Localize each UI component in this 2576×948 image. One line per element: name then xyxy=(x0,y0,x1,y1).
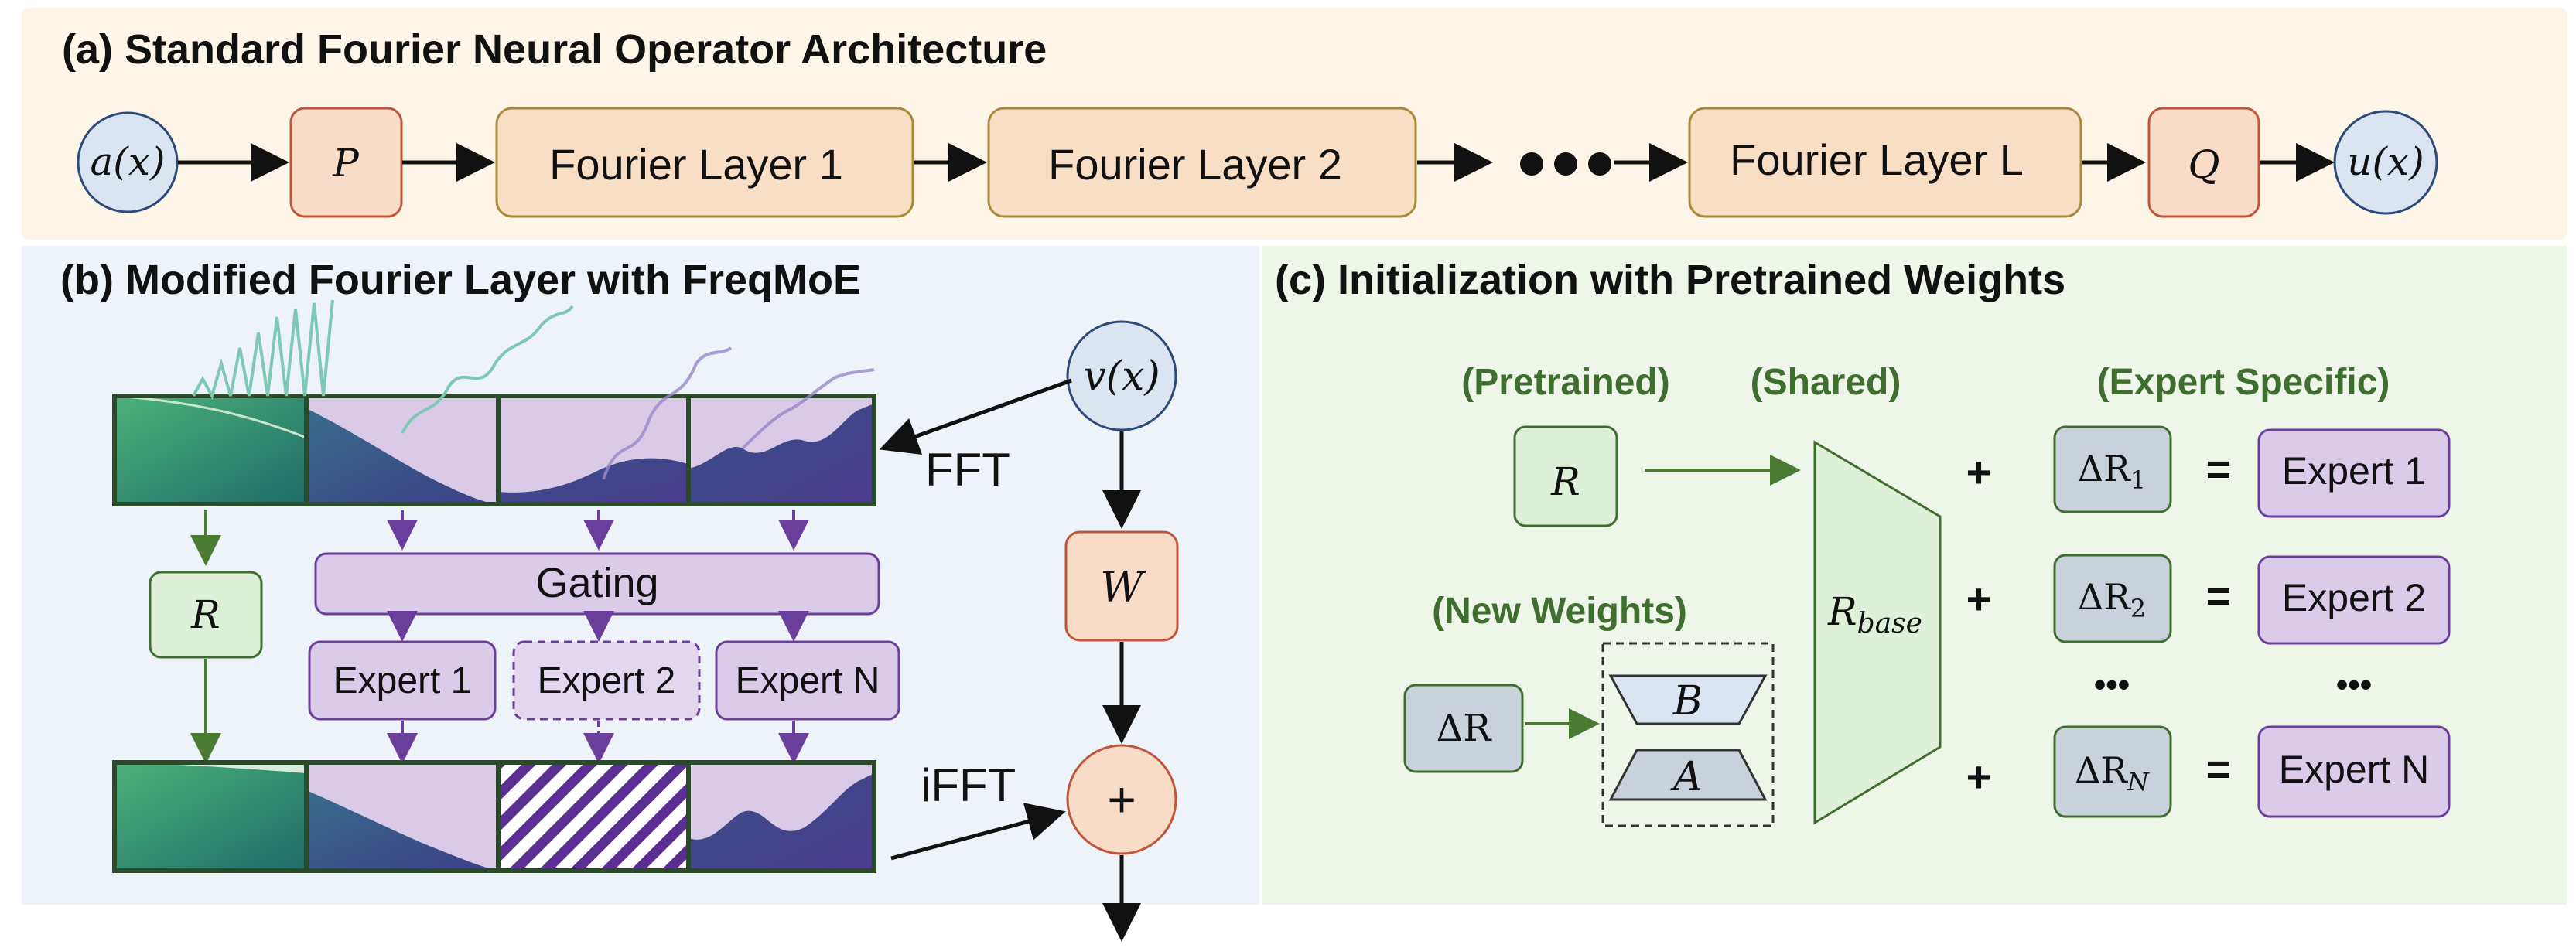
fourier-layer-1-label: Fourier Layer 1 xyxy=(549,140,843,189)
expert-2-block xyxy=(512,640,701,721)
panel-b-title: (b) Modified Fourier Layer with FreqMoE xyxy=(60,257,861,303)
expert-1-result xyxy=(2257,428,2451,518)
pretrained-r-block xyxy=(1513,425,1618,527)
lora-group xyxy=(1601,642,1775,827)
delta-r2-block xyxy=(2053,554,2172,643)
expert-row-2: + ΔR2 = Expert 2 xyxy=(1966,554,2451,645)
delta-r1-label: ΔR1 xyxy=(2078,448,2146,495)
expert-n-result-label: Expert N xyxy=(2279,748,2430,791)
gating-label: Gating xyxy=(535,560,658,606)
plus-node xyxy=(1066,744,1177,855)
a-matrix xyxy=(1608,749,1768,801)
input-node xyxy=(77,111,179,213)
input-label: a(x) xyxy=(90,139,165,184)
b-matrix xyxy=(1608,674,1768,725)
ellipsis-delta: ••• xyxy=(2094,666,2130,704)
v-node xyxy=(1066,320,1177,431)
spectrum-strip-bottom xyxy=(112,760,876,873)
expert-1-block xyxy=(308,640,497,721)
ellipsis-expert: ••• xyxy=(2336,666,2372,704)
plus-n: + xyxy=(1966,752,1992,801)
expert-row-1: + ΔR1 = Expert 1 xyxy=(1966,425,2451,518)
expert-n-label: Expert N xyxy=(736,660,880,701)
fourier-layer-l-label: Fourier Layer L xyxy=(1730,135,2024,184)
delta-rn-label: ΔRN xyxy=(2075,749,2150,796)
ifft-label: iFFT xyxy=(921,759,1016,811)
fourier-layer-2 xyxy=(987,107,1417,218)
expert-n-block xyxy=(715,640,900,721)
frequency-waves xyxy=(192,299,574,434)
fourier-layer-1 xyxy=(495,107,914,218)
plus-1: + xyxy=(1966,448,1992,496)
equals-n: = xyxy=(2206,745,2232,793)
fourier-layer-2-label: Fourier Layer 2 xyxy=(1048,140,1342,189)
shared-label: (Shared) xyxy=(1751,362,1901,403)
panel-a-title: (a) Standard Fourier Neural Operator Arc… xyxy=(62,26,1047,73)
w-label: W xyxy=(1100,563,1146,612)
a-label: A xyxy=(1670,754,1703,800)
expert-1-label: Expert 1 xyxy=(333,660,472,701)
frequency-waves-purple xyxy=(602,346,875,480)
plus-2: + xyxy=(1966,575,1992,623)
expert-2-label: Expert 2 xyxy=(538,660,676,701)
output-node xyxy=(2333,110,2438,215)
v-label: v(x) xyxy=(1083,353,1160,400)
expert-2-result xyxy=(2257,555,2451,645)
rbase-block xyxy=(1813,440,1942,825)
expert-row-n: + ΔRN = Expert N xyxy=(1966,725,2451,818)
ellipsis-dots xyxy=(1520,152,1611,176)
pretrained-r-label: R xyxy=(1550,459,1580,504)
expert-specific-label: (Expert Specific) xyxy=(2097,362,2390,403)
delta-r-label: ΔR xyxy=(1437,707,1493,750)
w-block xyxy=(1064,530,1179,642)
delta-rn-block xyxy=(2053,725,2172,818)
fft-label: FFT xyxy=(925,444,1010,496)
equals-1: = xyxy=(2206,445,2232,493)
fno-pipeline: a(x) P Fourier Layer 1 Fourier Layer 2 F… xyxy=(77,107,2438,218)
p-block xyxy=(289,107,403,218)
arrow-ifft-plus xyxy=(890,803,1066,861)
delta-r-block xyxy=(1403,684,1524,773)
equals-2: = xyxy=(2206,571,2232,620)
expert-2-result-label: Expert 2 xyxy=(2282,576,2426,619)
fourier-layer-l xyxy=(1688,107,2082,218)
panel-c-title: (c) Initialization with Pretrained Weigh… xyxy=(1275,257,2065,303)
r-block xyxy=(149,571,263,659)
r-label: R xyxy=(190,592,220,637)
rbase-label: Rbase xyxy=(1827,589,1922,639)
delta-r2-label: ΔR2 xyxy=(2078,576,2146,623)
b-label: B xyxy=(1672,678,1703,725)
q-label: Q xyxy=(2188,142,2220,187)
expert-n-result xyxy=(2257,725,2451,818)
delta-r1-block xyxy=(2053,425,2172,513)
q-block xyxy=(2147,107,2260,218)
arrow-v-fft xyxy=(879,378,1072,455)
new-weights-label: (New Weights) xyxy=(1432,591,1687,632)
pretrained-label: (Pretrained) xyxy=(1461,362,1669,403)
plus-label: + xyxy=(1107,772,1136,827)
p-label: P xyxy=(332,141,360,186)
spectrum-strip-top xyxy=(112,394,876,506)
expert-1-result-label: Expert 1 xyxy=(2282,449,2426,493)
output-label: u(x) xyxy=(2347,139,2424,184)
